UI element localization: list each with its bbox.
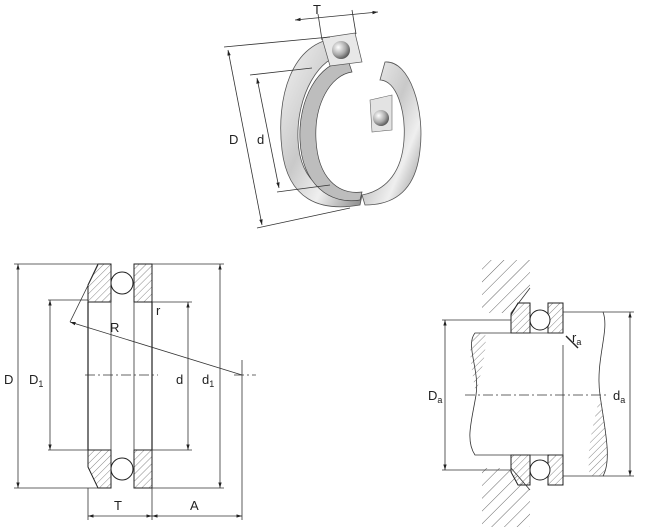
ext-line bbox=[249, 67, 313, 76]
shaft-break-hatch bbox=[588, 395, 608, 476]
dim-d-3d bbox=[256, 77, 280, 189]
ball-icon bbox=[110, 271, 134, 295]
label-da: da bbox=[613, 388, 625, 405]
housing-wall-top bbox=[482, 260, 530, 313]
shaft-washer bbox=[280, 37, 363, 208]
shaft-washer-section bbox=[133, 449, 153, 489]
label-d: d bbox=[176, 372, 183, 387]
label-D-3d: D bbox=[229, 132, 238, 147]
label-Da: Da bbox=[428, 388, 442, 405]
ball-icon bbox=[110, 457, 134, 481]
label-d-3d: d bbox=[257, 132, 264, 147]
dim-T-3d bbox=[294, 10, 379, 22]
ext-line bbox=[223, 36, 331, 48]
ext-line bbox=[317, 13, 323, 41]
label-d1: d1 bbox=[202, 372, 214, 389]
label-ra: ra bbox=[572, 330, 581, 347]
housing-washer bbox=[361, 61, 422, 206]
label-T-3d: T bbox=[313, 2, 321, 17]
dim-D-3d bbox=[227, 49, 263, 226]
housing-washer-section bbox=[87, 449, 112, 489]
ext-line bbox=[276, 184, 331, 193]
ball-icon bbox=[332, 41, 350, 59]
label-A: A bbox=[190, 498, 199, 513]
ext-line bbox=[351, 9, 357, 35]
label-T: T bbox=[114, 498, 122, 513]
raceway-groove bbox=[299, 59, 363, 202]
ext-line bbox=[256, 207, 351, 229]
label-D1: D1 bbox=[29, 372, 43, 389]
ball-icon bbox=[529, 459, 551, 481]
shaft-washer-section bbox=[133, 263, 153, 303]
label-R: R bbox=[110, 320, 119, 335]
ball-icon bbox=[373, 110, 389, 126]
mounting-view: ra Da da bbox=[428, 260, 634, 527]
dim-R bbox=[69, 321, 243, 376]
label-r: r bbox=[156, 303, 161, 318]
bearing-3d-view: T D d bbox=[223, 2, 422, 229]
housing-washer-section bbox=[87, 263, 112, 303]
bearing-section-view: D D1 d d1 R r T A bbox=[4, 263, 256, 520]
label-D: D bbox=[4, 372, 13, 387]
ball-icon bbox=[529, 309, 551, 331]
shaft-break-hatch bbox=[470, 333, 486, 395]
